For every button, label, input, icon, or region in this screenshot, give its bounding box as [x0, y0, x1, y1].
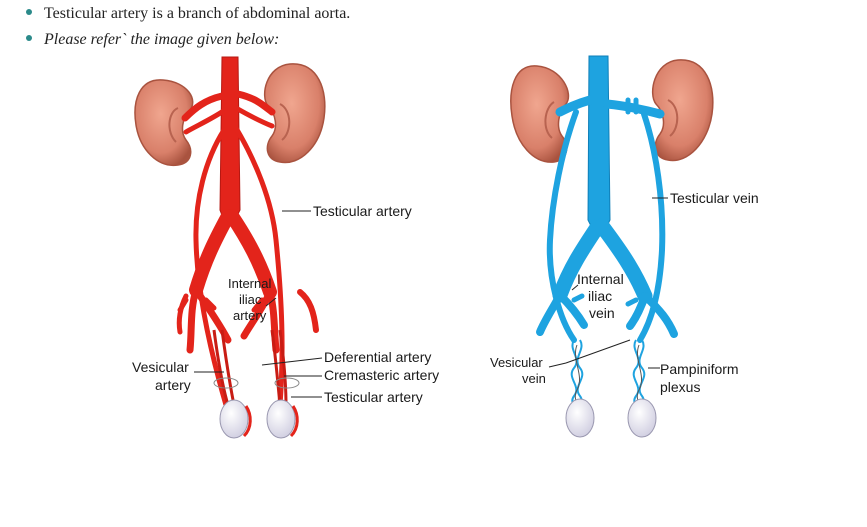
bullet-dot-icon	[26, 35, 32, 42]
left-testis-venous	[565, 398, 595, 438]
cord-ring	[274, 377, 300, 389]
right-testis-arterial	[266, 399, 296, 439]
label-deferential-artery: Deferential artery	[324, 349, 431, 365]
label-internal-iliac-vein-1: Internal	[577, 271, 624, 287]
right-kidney-arterial	[264, 63, 326, 164]
label-internal-iliac-artery-2: iliac	[239, 292, 262, 307]
label-pampiniform-2: plexus	[660, 379, 700, 395]
label-internal-iliac-artery-1: Internal	[228, 276, 271, 291]
label-cremasteric-artery: Cremasteric artery	[324, 367, 439, 383]
renal-veins	[555, 95, 665, 119]
venous-diagram: Testicular vein Internal iliac vein Vesi…	[490, 55, 759, 438]
label-pampiniform-1: Pampiniform	[660, 361, 739, 377]
renal-arteries	[181, 90, 276, 135]
label-vesicular-vein-2: vein	[522, 371, 546, 386]
label-vesicular-vein-1: Vesicular	[490, 355, 543, 370]
label-internal-iliac-vein-2: iliac	[588, 288, 612, 304]
cord-ring	[213, 377, 239, 389]
bullet-item: Testicular artery is a branch of abdomin…	[26, 5, 350, 23]
label-internal-iliac-vein-3: vein	[589, 305, 615, 321]
testicular-veins	[546, 109, 666, 343]
bullet-item: Please refer` the image given below:	[26, 31, 279, 49]
label-vesicular-artery-1: Vesicular	[132, 359, 189, 375]
label-testicular-artery-bottom: Testicular artery	[324, 389, 423, 405]
abdominal-aorta	[219, 56, 241, 227]
label-internal-iliac-artery-3: artery	[233, 308, 267, 323]
label-vesicular-artery-2: artery	[155, 377, 191, 393]
right-testis-venous	[627, 398, 657, 438]
common-iliac-veins	[552, 218, 653, 304]
label-testicular-vein: Testicular vein	[670, 190, 759, 206]
left-kidney-arterial	[134, 79, 194, 166]
leader-lines-venous	[548, 197, 668, 369]
leader-lines-arterial	[194, 210, 323, 398]
bullet-dot-icon	[26, 9, 32, 16]
left-testis-arterial	[219, 399, 249, 439]
bullet-text: Please refer` the image given below:	[44, 31, 280, 48]
iliac-branches-venous	[536, 291, 678, 338]
bullet-text: Testicular artery is a branch of abdomin…	[44, 5, 351, 22]
arterial-diagram: Testicular artery Internal iliac artery …	[132, 56, 439, 439]
inferior-vena-cava	[587, 55, 611, 237]
label-testicular-artery-top: Testicular artery	[313, 203, 412, 219]
spermatic-cords-arterial	[212, 329, 288, 406]
